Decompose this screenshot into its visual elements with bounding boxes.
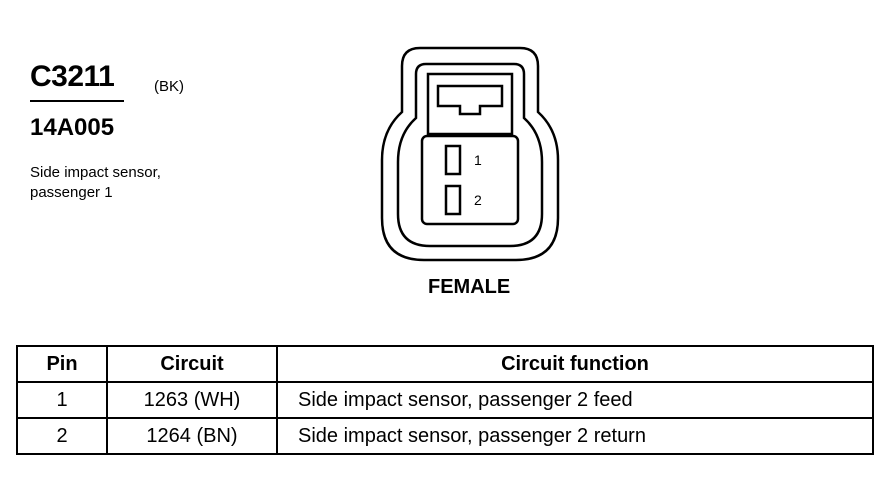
cell-pin: 2 [16, 417, 108, 455]
connector-face-drawing: 1 2 [380, 46, 560, 262]
table-header-row: Pin Circuit Circuit function [16, 345, 874, 383]
pinout-table: Pin Circuit Circuit function 1 1263 (WH)… [16, 345, 874, 455]
cell-circuit-function: Side impact sensor, passenger 2 feed [276, 381, 874, 419]
header-pin: Pin [16, 345, 108, 383]
connector-gender-label: FEMALE [428, 276, 511, 298]
header-circuit-function: Circuit function [276, 345, 874, 383]
locking-tab-outer [426, 72, 514, 136]
pin-cavity-1 [444, 144, 462, 176]
cell-circuit-function: Side impact sensor, passenger 2 return [276, 417, 874, 455]
pin-label-2: 2 [474, 192, 482, 208]
connector-color-code: (BK) [154, 78, 184, 95]
description-line-1: Side impact sensor, [30, 164, 161, 181]
pin-cavity-block [420, 134, 520, 226]
connector-description: Side impact sensor, passenger 1 [30, 163, 230, 203]
connector-outer-shell [380, 46, 560, 262]
pin-cavity-2 [444, 184, 462, 216]
connector-id: C3211 [30, 60, 115, 93]
cell-circuit: 1264 (BN) [106, 417, 278, 455]
cell-pin: 1 [16, 381, 108, 419]
title-rule [30, 100, 124, 102]
description-line-2: passenger 1 [30, 184, 113, 201]
connector-inner-shell [396, 62, 544, 248]
pin-label-1: 1 [474, 152, 482, 168]
part-number: 14A005 [30, 114, 115, 141]
cell-circuit: 1263 (WH) [106, 381, 278, 419]
table-row: 2 1264 (BN) Side impact sensor, passenge… [16, 417, 874, 455]
header-circuit: Circuit [106, 345, 278, 383]
locking-latch [436, 84, 504, 116]
table-row: 1 1263 (WH) Side impact sensor, passenge… [16, 381, 874, 419]
